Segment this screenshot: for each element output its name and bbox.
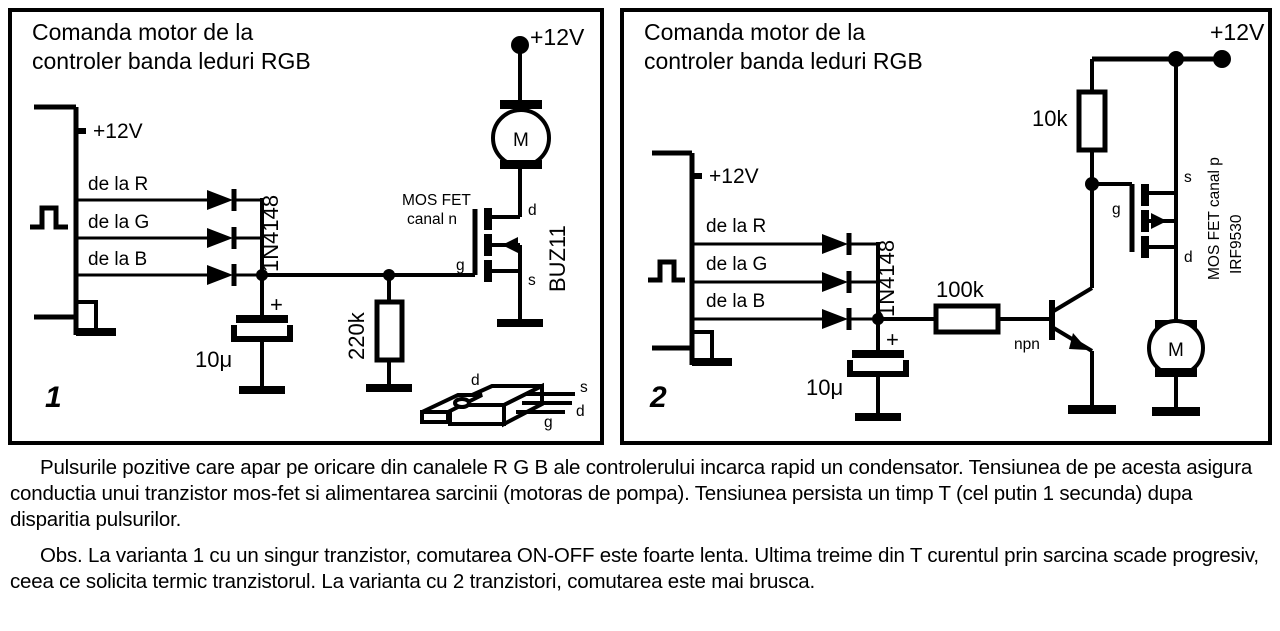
circuit-panel-2: Comanda motor de la controler banda ledu… (620, 8, 1272, 445)
to220-pin-d: d (576, 403, 585, 420)
panel1-cap-value: 10μ (195, 347, 232, 372)
resistor-100k-panel2: 100k (878, 277, 1052, 335)
capacitor-10u-panel1: + 10μ (195, 275, 293, 394)
circuit-panel-1: Comanda motor de la controler banda ledu… (8, 8, 604, 445)
to220-pin-top: d (471, 372, 480, 389)
panel1-rail-label: +12V (93, 120, 143, 143)
panel2-motor-label: M (1168, 340, 1184, 361)
panel1-motor-label: M (513, 130, 529, 151)
panel2-title-line2: controler banda leduri RGB (644, 48, 923, 74)
gnd-lead (76, 300, 98, 330)
panel1-supply-label: +12V (530, 24, 585, 50)
caption-block: Pulsurile pozitive care apar pe oricare … (0, 455, 1280, 595)
panel2-base-resistor-value: 100k (936, 277, 985, 302)
diode-r-2 (822, 233, 878, 255)
panel1-fet-pin-d: d (528, 202, 537, 219)
panel2-supply-label: +12V (1210, 19, 1265, 45)
capacitor-10u-panel2: + 10μ (806, 319, 909, 421)
to220-pin-s: s (580, 379, 588, 396)
panel2-number: 2 (649, 381, 667, 414)
panel1-input-label-g: de la G (88, 212, 149, 233)
motor-panel1: +12V M (491, 24, 585, 169)
panel2-fet-pin-s: s (1184, 169, 1192, 186)
npn-transistor: npn (1014, 250, 1116, 414)
circuit-1-drawing: Comanda motor de la controler banda ledu… (30, 19, 588, 431)
panel2-rail-label: +12V (709, 165, 759, 188)
panel2-fet-pin-g: g (1112, 201, 1121, 218)
panel2-cap-polarity: + (886, 327, 899, 352)
panel1-fet-note-1: MOS FET (402, 192, 471, 209)
panel1-resistor-value: 220k (344, 311, 369, 360)
diode-g (207, 227, 262, 249)
caption-paragraph-2: Obs. La varianta 1 cu un singur tranzist… (10, 544, 1259, 593)
diode-b-2 (822, 308, 878, 330)
panel1-fet-note-2: canal n (407, 211, 457, 228)
panel2-pullup-resistor-value: 10k (1032, 106, 1068, 131)
panel1-cap-polarity: + (270, 292, 283, 317)
panel2-fet-pin-d: d (1184, 249, 1193, 266)
panel1-fet-pin-g: g (456, 257, 465, 274)
diode-g-2 (822, 271, 878, 293)
panel1-input-label-r: de la R (88, 174, 148, 195)
resistor-10k-panel2: 10k (1032, 59, 1108, 184)
mosfet-p-panel2: s g d MOS FET canal p IRF9530 (1092, 59, 1245, 322)
panel1-fet-pin-s: s (528, 272, 536, 289)
panel2-input-label-r: de la R (706, 216, 766, 237)
resistor-220k-panel1: 220k (344, 275, 412, 392)
diode-b (207, 264, 262, 286)
panel2-fet-note-1: MOS FET canal p (1206, 157, 1223, 280)
pulse-waveform-icon-2 (648, 259, 685, 283)
motor-panel2: M (1147, 319, 1205, 416)
panel2-cap-value: 10μ (806, 375, 843, 400)
caption-paragraph-1: Pulsurile pozitive care apar pe oricare … (10, 456, 1253, 531)
ground-symbol-panel2 (692, 358, 732, 366)
panel1-input-label-b: de la B (88, 249, 147, 270)
panel1-number: 1 (45, 381, 62, 414)
panel1-fet-part: BUZ11 (545, 225, 570, 292)
panel1-title-line2: controler banda leduri RGB (32, 48, 311, 74)
panel2-transistor-label: npn (1014, 336, 1040, 353)
panel1-title-line1: Comanda motor de la (32, 19, 253, 45)
to220-pin-g: g (544, 414, 553, 431)
diode-r (207, 189, 262, 211)
supply-terminal-dot-panel1 (511, 36, 529, 54)
panel2-diode-part-label: 1N4148 (874, 240, 899, 317)
to220-package-icon: d s d g (420, 372, 588, 431)
circuit-2-drawing: Comanda motor de la controler banda ledu… (644, 19, 1265, 421)
panel2-title-line1: Comanda motor de la (644, 19, 865, 45)
ground-symbol-panel1 (76, 328, 116, 336)
gnd-lead-2 (692, 330, 714, 360)
panel2-fet-note-2: IRF9530 (1228, 214, 1245, 274)
pulse-waveform-icon (30, 205, 68, 230)
mosfet-n-panel1: d g s BUZ11 MOS FET canal n (402, 162, 570, 327)
panel2-input-label-b: de la B (706, 291, 765, 312)
supply-terminal-dot-panel2 (1213, 50, 1231, 68)
panel2-input-label-g: de la G (706, 254, 767, 275)
panel1-diode-part-label: 1N4148 (258, 195, 283, 272)
